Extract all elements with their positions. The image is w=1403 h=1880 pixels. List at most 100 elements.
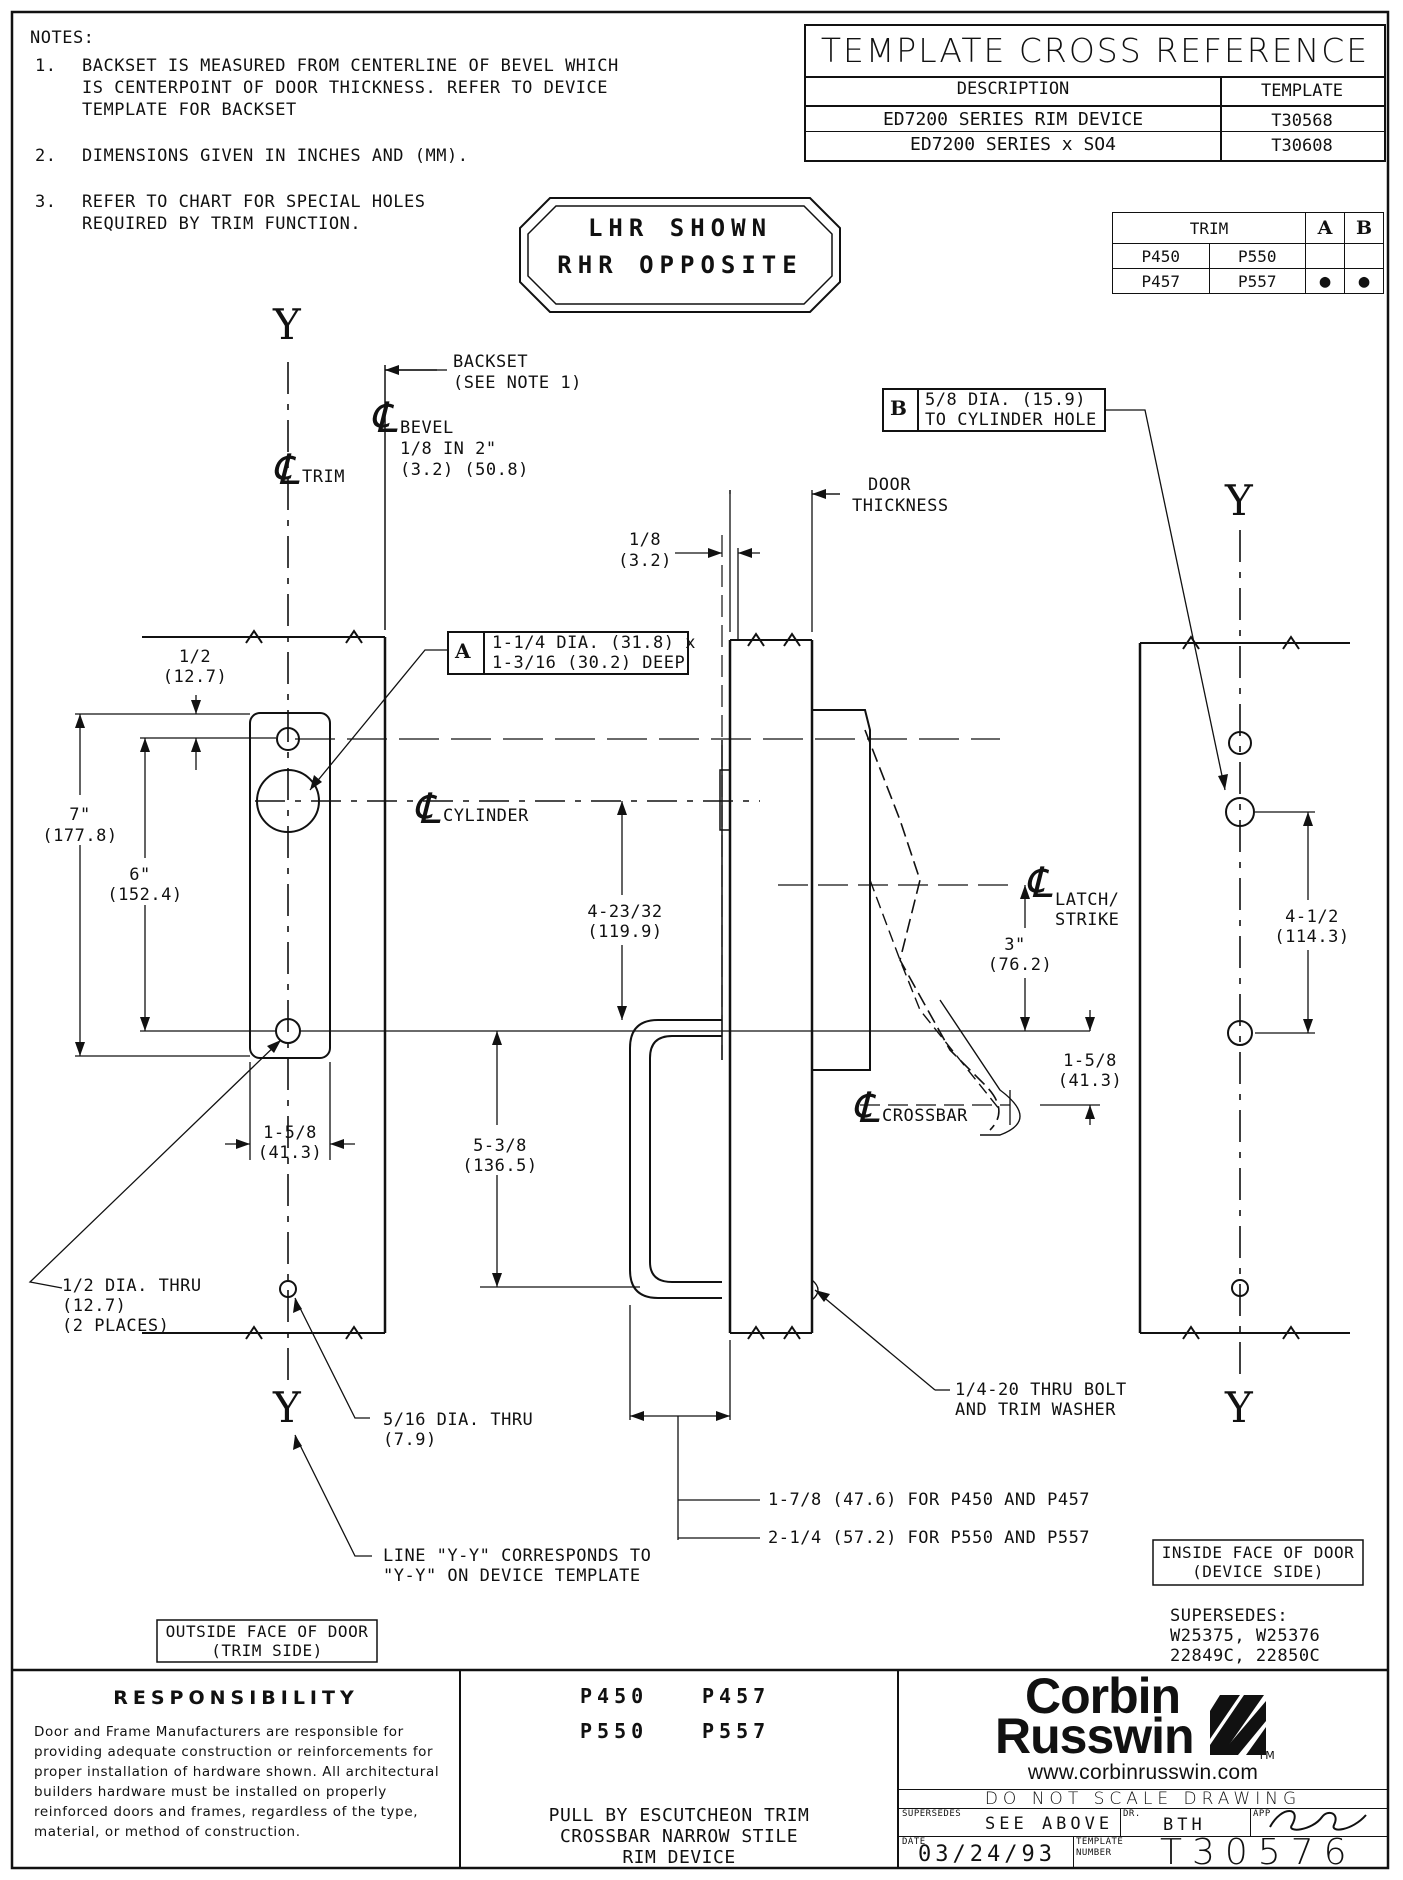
- dim-3-in-1: 3": [1004, 935, 1026, 955]
- centerline-cylinder-symbol: ℄: [413, 784, 441, 833]
- column-template: TEMPLATE: [1261, 81, 1343, 101]
- dim-1-5-8-left-2: (41.3): [257, 1143, 323, 1163]
- responsibility-title: RESPONSIBILITY: [113, 1687, 359, 1709]
- inside-face-label-2: (DEVICE SIDE): [1192, 1562, 1324, 1581]
- centerline-latch-label-1: LATCH/: [1055, 890, 1120, 910]
- thru-bolt-note-1: 1/4-20 THRU BOLT: [955, 1380, 1127, 1400]
- supersedes-field-label: SUPERSEDES: [902, 1809, 962, 1819]
- bevel-dim-line-2: (3.2) (50.8): [400, 460, 529, 480]
- trim-row-2-a: ●: [1305, 268, 1345, 294]
- do-not-scale: DO NOT SCALE DRAWING: [984, 1789, 1302, 1809]
- dim-1-5-8-right-1: 1-5/8: [1063, 1051, 1117, 1071]
- logo-tm: TM: [1258, 1749, 1276, 1762]
- centerline-latch-label-2: STRIKE: [1055, 910, 1120, 930]
- note-1-line-2: IS CENTERPOINT OF DOOR THICKNESS. REFER …: [82, 78, 609, 98]
- note-2-line-1: DIMENSIONS GIVEN IN INCHES AND (MM).: [82, 146, 469, 166]
- cross-ref-row-1-desc: ED7200 SERIES RIM DEVICE: [882, 109, 1144, 130]
- supersedes-label: SUPERSEDES:: [1170, 1606, 1289, 1626]
- date-value: 03/24/93: [918, 1842, 1056, 1867]
- note-3-number: 3.: [35, 192, 57, 212]
- centerline-cylinder-label: CYLINDER: [443, 806, 529, 826]
- dim-1-5-8-right-2: (41.3): [1057, 1071, 1123, 1091]
- backset-label-2: (SEE NOTE 1): [453, 373, 582, 393]
- note-1-number: 1.: [35, 56, 57, 76]
- dim-1-8-1: 1/8: [628, 530, 662, 550]
- outside-face-label-2: (TRIM SIDE): [211, 1641, 323, 1660]
- dim-7-in-1: 7": [69, 805, 91, 825]
- logo-stripes-icon: [1210, 1695, 1266, 1755]
- backset-label-1: BACKSET: [453, 352, 529, 372]
- trim-row-1-b: [1344, 243, 1384, 269]
- trim-row-1-c2: P550: [1208, 243, 1306, 269]
- y-label-right-top: Y: [1225, 476, 1254, 525]
- date-label: DATE: [902, 1837, 926, 1847]
- dim-5-3-8-2: (136.5): [462, 1156, 538, 1176]
- cross-ref-row-2-desc: ED7200 SERIES x SO4: [910, 134, 1116, 155]
- dim-4-1-2-1: 4-1/2: [1285, 907, 1339, 927]
- y-label-left-top: Y: [273, 300, 302, 349]
- centerline-trim-symbol: ℄: [272, 445, 300, 494]
- template-number-label-1: TEMPLATE: [1076, 1837, 1124, 1847]
- note-2-number: 2.: [35, 146, 57, 166]
- approval-signature: [1269, 1810, 1367, 1831]
- drawn-by-label: DR.: [1123, 1809, 1141, 1819]
- note-3-line-1: REFER TO CHART FOR SPECIAL HOLES: [82, 192, 426, 212]
- door-thickness-label-2: THICKNESS: [852, 496, 949, 516]
- model-p450: P450: [580, 1684, 649, 1708]
- logo-corbin: Corbin: [1025, 1668, 1181, 1724]
- bevel-dim-line-1: 1/8 IN 2": [400, 439, 497, 459]
- half-dia-note-1: 1/2 DIA. THRU: [62, 1276, 202, 1296]
- trim-header: TRIM: [1112, 212, 1306, 244]
- supersedes-line-1: W25375, W25376: [1170, 1626, 1321, 1646]
- trim-col-b: B: [1344, 212, 1384, 244]
- hole-a-line-2: 1-3/16 (30.2) DEEP: [492, 653, 686, 673]
- supersedes-line-2: 22849C, 22850C: [1170, 1646, 1321, 1666]
- hand-badge-line-2: RHR OPPOSITE: [557, 251, 803, 279]
- trim-row-2-b: ●: [1344, 268, 1384, 294]
- trim-row-1-a: [1305, 243, 1345, 269]
- y-label-right-bottom: Y: [1225, 1383, 1254, 1432]
- hole-a-line-1: 1-1/4 DIA. (31.8) x: [492, 633, 696, 653]
- hand-badge-line-1: LHR SHOWN: [587, 214, 773, 242]
- hole-b-tag: B: [890, 396, 908, 420]
- dim-half-inch-2: (12.7): [162, 667, 228, 687]
- drawn-by-value: BTH: [1163, 1815, 1206, 1835]
- projection-p450: 1-7/8 (47.6) FOR P450 AND P457: [768, 1490, 1091, 1510]
- company-url: www.corbinrusswin.com: [1027, 1761, 1259, 1784]
- model-p557: P557: [702, 1719, 771, 1743]
- description-line-2: CROSSBAR NARROW STILE: [559, 1826, 799, 1847]
- dim-4-23-32-1: 4-23/32: [587, 902, 663, 922]
- note-3-line-2: REQUIRED BY TRIM FUNCTION.: [82, 214, 362, 234]
- model-p550: P550: [580, 1719, 649, 1743]
- half-dia-note-3: (2 PLACES): [62, 1316, 170, 1336]
- supersedes-field-value: SEE ABOVE: [985, 1814, 1114, 1834]
- outside-face-label-1: OUTSIDE FACE OF DOOR: [165, 1622, 369, 1641]
- cross-reference-table: TEMPLATE CROSS REFERENCE DESCRIPTION TEM…: [804, 24, 1386, 162]
- y-label-left-bottom: Y: [273, 1383, 302, 1432]
- description-line-3: RIM DEVICE: [622, 1847, 736, 1868]
- column-description: DESCRIPTION: [956, 79, 1070, 99]
- dim-half-inch-1: 1/2: [178, 647, 212, 667]
- template-number-label-2: NUMBER: [1076, 1848, 1112, 1858]
- note-1-line-1: BACKSET IS MEASURED FROM CENTERLINE OF B…: [82, 56, 619, 76]
- dim-1-8-2: (3.2): [618, 551, 672, 571]
- yy-note-1: LINE "Y-Y" CORRESPONDS TO: [383, 1546, 652, 1566]
- dim-3-in-2: (76.2): [987, 955, 1053, 975]
- dim-6-in-2: (152.4): [107, 885, 183, 905]
- dim-5-3-8-1: 5-3/8: [473, 1136, 527, 1156]
- dim-4-23-32-2: (119.9): [587, 922, 663, 942]
- inside-face-label-1: INSIDE FACE OF DOOR: [1161, 1543, 1355, 1562]
- centerline-bevel-symbol: ℄: [370, 393, 398, 442]
- five-16-note-1: 5/16 DIA. THRU: [383, 1410, 534, 1430]
- five-16-note-2: (7.9): [383, 1430, 437, 1450]
- hole-b-line-1: 5/8 DIA. (15.9): [925, 390, 1087, 410]
- trim-row-2-c2: P557: [1208, 268, 1306, 294]
- model-p457: P457: [702, 1684, 771, 1708]
- yy-note-2: "Y-Y" ON DEVICE TEMPLATE: [383, 1566, 641, 1586]
- half-dia-note-2: (12.7): [62, 1296, 127, 1316]
- centerline-bevel-label: BEVEL: [400, 418, 454, 438]
- cross-ref-row-1-template: T30568: [1271, 111, 1333, 131]
- door-thickness-label-1: DOOR: [868, 475, 911, 495]
- dim-1-5-8-left-1: 1-5/8: [263, 1123, 317, 1143]
